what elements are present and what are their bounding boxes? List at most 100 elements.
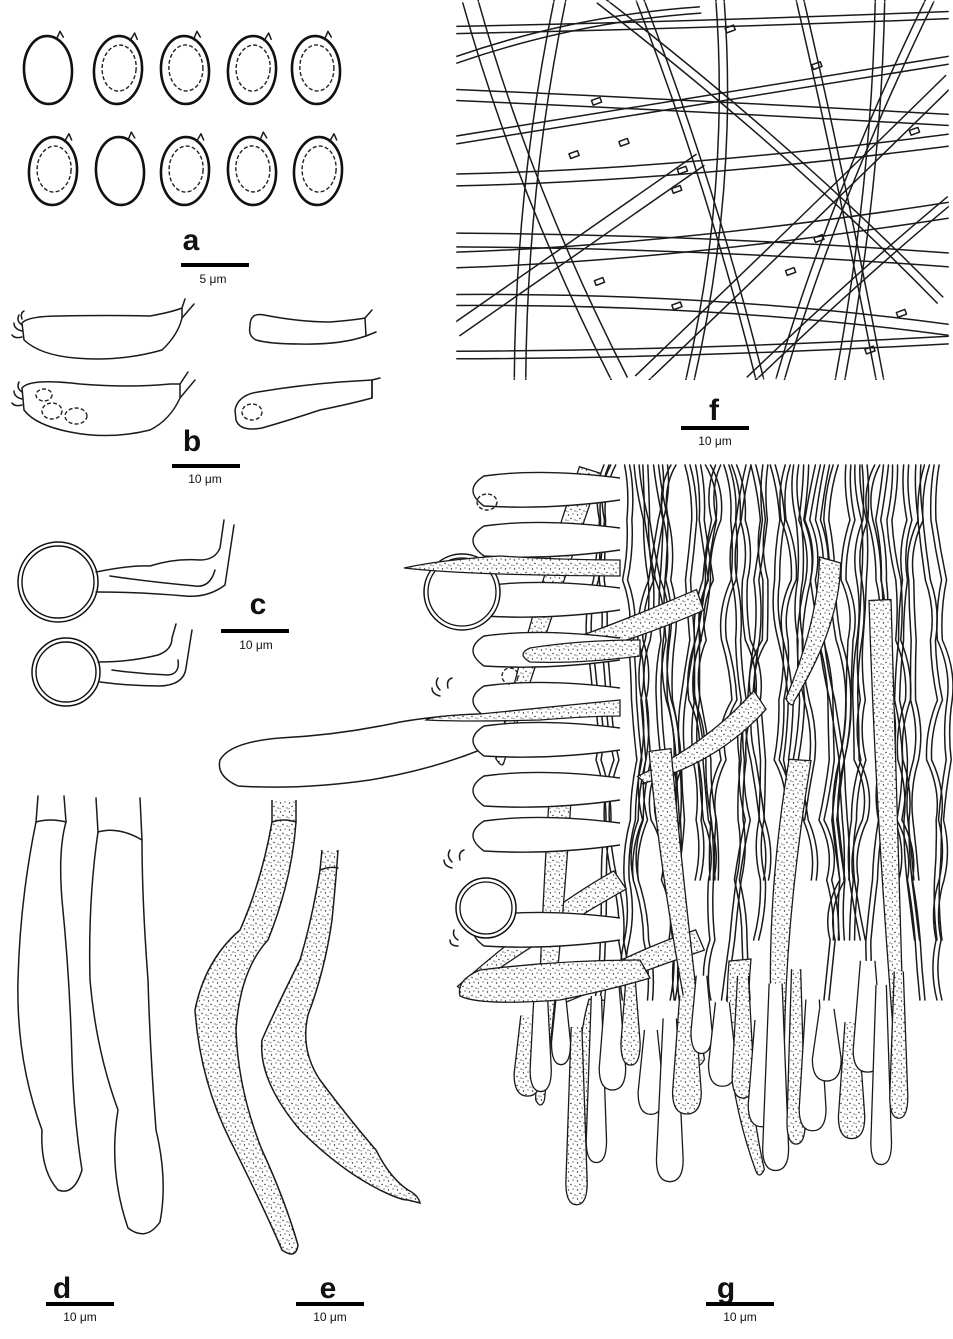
basidiole — [472, 521, 621, 558]
apiculus — [328, 133, 338, 143]
guttule — [476, 493, 498, 511]
basidiole — [248, 313, 367, 345]
hypha-wall — [647, 88, 949, 380]
spore — [292, 133, 344, 207]
basidiole — [472, 471, 621, 508]
septum — [271, 819, 297, 823]
pigmented-cystidium — [458, 959, 651, 1003]
spore — [290, 30, 342, 106]
crystal — [784, 266, 797, 277]
trama-hypha — [631, 464, 650, 1001]
hypha-wall — [459, 164, 705, 337]
crystal — [590, 96, 603, 106]
spore-wall — [292, 135, 344, 207]
crystal — [908, 126, 921, 136]
trama-hypha — [838, 464, 851, 881]
hypha-wall — [462, 2, 613, 380]
panel-f-frame — [456, 1, 949, 379]
panel-b-basidia: b 10 μm — [11, 298, 381, 486]
apiculus — [129, 32, 138, 42]
trama-hypha — [801, 464, 817, 821]
trama-hypha — [906, 464, 919, 881]
trama-hypha — [898, 464, 926, 1001]
spore-guttule — [235, 145, 271, 193]
panel-g-letter: g — [717, 1272, 735, 1305]
spore-guttule — [235, 44, 271, 92]
vesicle-inner-wall — [35, 641, 97, 703]
hypha-wall — [456, 335, 949, 352]
hyphal-network — [456, 0, 949, 380]
crystal — [593, 276, 606, 287]
crystal — [864, 345, 876, 355]
septum — [319, 866, 339, 871]
crystal — [676, 165, 689, 175]
spore — [159, 133, 211, 207]
trama-hypha — [916, 464, 939, 941]
hypha-wall — [643, 0, 765, 380]
hypha-wall — [754, 205, 949, 380]
hypha-wall — [524, 0, 567, 380]
apiculus — [192, 30, 202, 41]
septum — [35, 819, 67, 823]
basidiole — [472, 771, 621, 808]
vesicle-inner-wall — [21, 545, 95, 619]
crystal — [895, 308, 908, 318]
hyphal-tip — [762, 983, 790, 1172]
hypha-wall — [456, 17, 949, 35]
apiculus — [263, 32, 272, 42]
basidium — [21, 381, 181, 437]
trama-hypha — [814, 464, 841, 941]
pigmented-hypha — [785, 556, 842, 706]
spore — [27, 133, 79, 207]
panel-b-scale-label: 10 μm — [188, 472, 222, 486]
trama-hypha — [852, 464, 869, 941]
sterigmata — [11, 310, 25, 339]
crystal — [618, 137, 630, 147]
trama-hypha — [630, 464, 665, 881]
guttule — [241, 403, 263, 421]
hypha-wall — [803, 0, 885, 380]
hyphal-tip — [620, 981, 641, 1066]
panel-a-scale-label: 5 μm — [200, 272, 227, 286]
hyphal-tip — [565, 1026, 588, 1206]
trama-hypha — [636, 464, 655, 1001]
apiculus — [259, 131, 268, 142]
hypha-wall — [513, 0, 555, 380]
spore-guttule — [168, 145, 204, 193]
spore-wall — [226, 34, 278, 106]
hypha-wall — [635, 0, 757, 380]
vesicle-inner-wall — [427, 557, 497, 627]
trama-hypha — [692, 464, 723, 1001]
panel-b-letter: b — [183, 425, 201, 458]
hypha-wall — [456, 246, 949, 268]
crystal — [813, 233, 825, 244]
spore — [226, 131, 278, 207]
panel-d-scale-label: 10 μm — [63, 1310, 97, 1324]
hypha-wall — [456, 88, 949, 116]
trama-hypha — [696, 464, 722, 881]
spore-wall — [27, 135, 79, 207]
trama-hypha — [929, 464, 949, 1001]
spore-guttule — [301, 145, 337, 193]
crystal — [724, 24, 737, 34]
hypha-stub — [364, 309, 377, 337]
guttule — [64, 407, 88, 425]
trama-hypha — [745, 464, 767, 881]
hypha-wall — [605, 0, 944, 298]
trama-hypha — [687, 464, 718, 1001]
spore-wall — [159, 34, 211, 106]
hypha-wall — [596, 2, 938, 304]
hypha-wall — [456, 12, 702, 64]
basidiole — [234, 379, 373, 430]
vesicle — [455, 877, 517, 939]
pigmented-hypha — [648, 747, 706, 1066]
trama-hypha — [635, 464, 670, 881]
panel-e-letter: e — [320, 1272, 337, 1305]
terminal-hypha — [88, 797, 164, 1235]
crystal — [568, 149, 580, 160]
hypha-wall — [477, 0, 628, 378]
pigmented-hypha — [260, 849, 422, 1205]
pigmented-cystidium — [424, 699, 621, 722]
panel-d-letter: d — [53, 1272, 71, 1305]
hypha-wall — [456, 232, 949, 254]
